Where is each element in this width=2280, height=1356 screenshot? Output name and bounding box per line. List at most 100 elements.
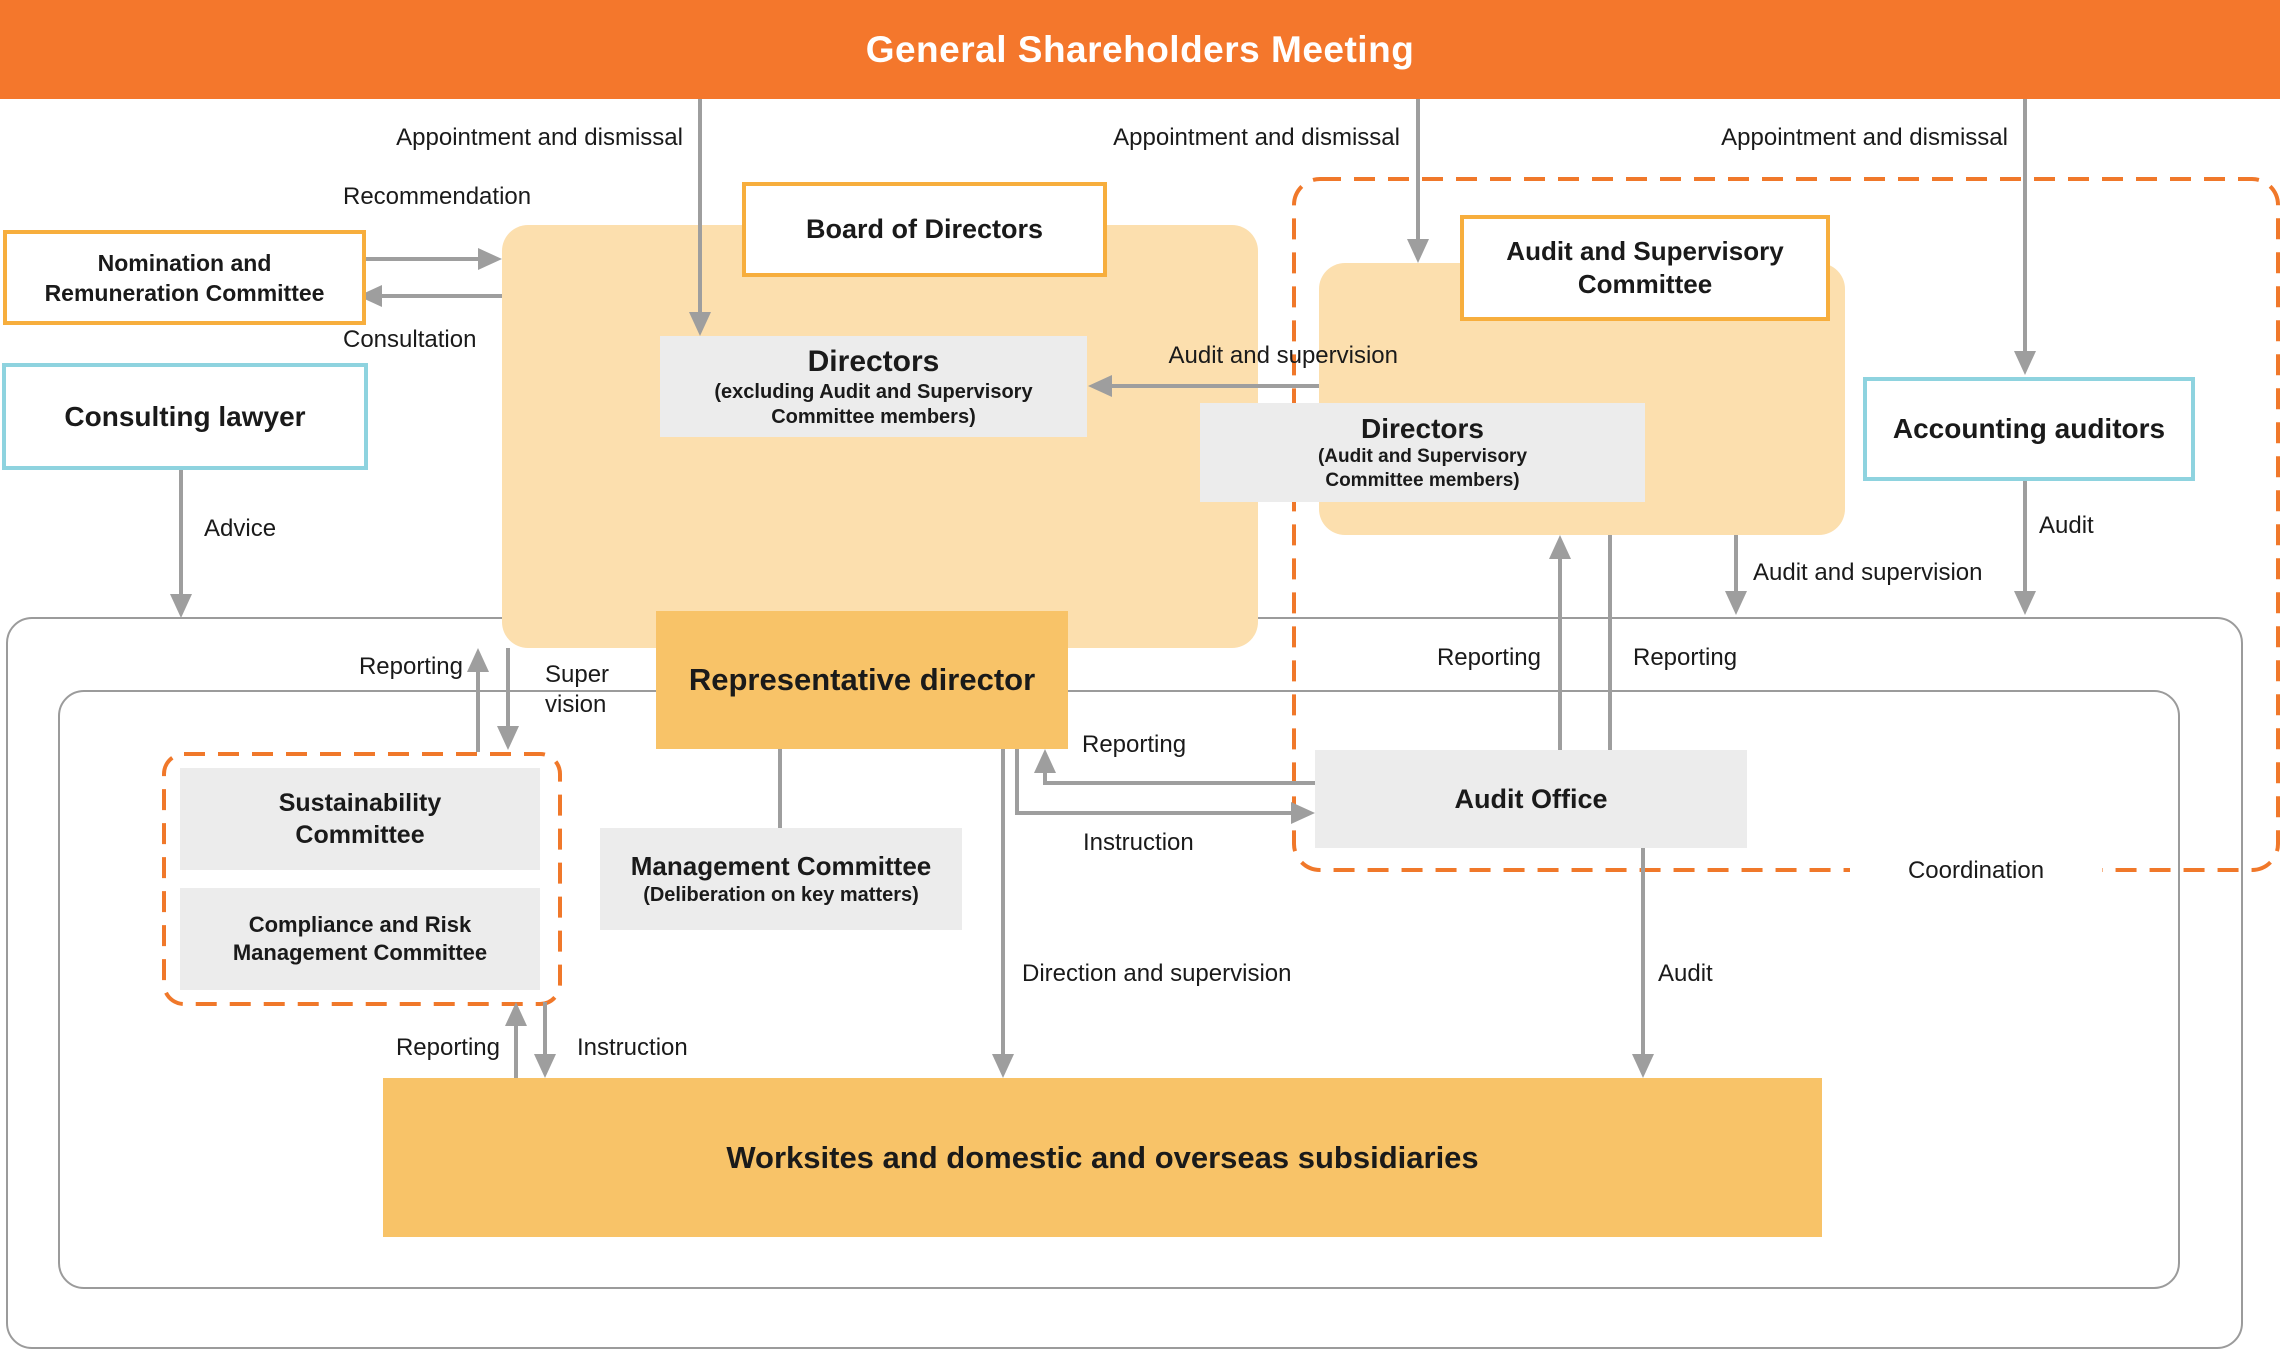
audit-supervisory-line1: Audit and Supervisory xyxy=(1506,236,1784,266)
sustainability-line2: Committee xyxy=(295,821,425,849)
audit-office-box: Audit Office xyxy=(1315,750,1747,848)
arrow-direction-supervision xyxy=(1001,749,1005,1054)
audit-office-label: Audit Office xyxy=(1454,783,1608,814)
label-appointment-1: Appointment and dismissal xyxy=(396,124,683,151)
label-recommendation: Recommendation xyxy=(343,183,532,210)
line-management-committee xyxy=(778,749,782,828)
directors-audit-box: Directors (Audit and Supervisory Committ… xyxy=(1200,403,1645,502)
nomination-line2: Remuneration Committee xyxy=(44,279,325,306)
label-reporting-board: Reporting xyxy=(358,653,463,680)
directors-audit-sub2: Committee members) xyxy=(1325,469,1520,491)
label-audit-accounting: Audit xyxy=(2039,512,2094,539)
compliance-line1: Compliance and Risk xyxy=(248,912,472,937)
directors-excluding-box: Directors (excluding Audit and Superviso… xyxy=(660,336,1087,437)
arrowhead-reporting-sustainability xyxy=(505,1002,527,1026)
consulting-lawyer-box: Consulting lawyer xyxy=(2,363,368,470)
arrow-instruction-horizontal xyxy=(1015,811,1291,815)
nomination-remuneration-committee-box: Nomination and Remuneration Committee xyxy=(3,230,366,325)
management-inner-container xyxy=(58,690,2180,1289)
arrow-appointment-1 xyxy=(698,99,702,312)
label-supervision-line1: Super xyxy=(545,661,610,688)
arrow-reporting-board xyxy=(476,672,480,752)
label-audit-office-audit: Audit xyxy=(1658,960,1713,987)
board-of-directors-label: Board of Directors xyxy=(805,214,1044,244)
label-consultation: Consultation xyxy=(343,326,477,353)
label-supervision: Super vision xyxy=(545,660,609,720)
arrowhead-audit-accounting xyxy=(2014,591,2036,615)
arrow-audit-supervision-right xyxy=(1734,535,1738,591)
management-committee-sub: (Deliberation on key matters) xyxy=(643,884,919,906)
label-supervision-line2: vision xyxy=(545,691,607,718)
label-audit-supervision-right: Audit and supervision xyxy=(1753,559,1983,586)
arrowhead-direction-supervision xyxy=(992,1054,1014,1078)
general-shareholders-meeting-banner: General Shareholders Meeting xyxy=(0,0,2280,99)
directors-excluding-title: Directors xyxy=(807,344,940,378)
arrowhead-appointment-2 xyxy=(1407,239,1429,263)
arrowhead-appointment-3 xyxy=(2014,351,2036,375)
arrowhead-audit-supervision-mid xyxy=(1088,375,1112,397)
arrow-appointment-2 xyxy=(1416,99,1420,239)
arrowhead-reporting-committee-left xyxy=(1549,535,1571,559)
label-reporting-sustainability: Reporting xyxy=(395,1034,500,1061)
arrow-reporting-committee-left xyxy=(1558,559,1562,750)
directors-audit-sub1: (Audit and Supervisory xyxy=(1317,445,1528,467)
arrow-audit-office-audit xyxy=(1641,848,1645,1054)
directors-excluding-sub1: (excluding Audit and Supervisory xyxy=(714,380,1033,403)
audit-coordination-dashed-zone xyxy=(1292,177,2280,872)
label-instruction-repdir: Instruction xyxy=(1083,829,1194,856)
arrowhead-appointment-1 xyxy=(689,312,711,336)
arrow-audit-accounting xyxy=(2023,473,2027,591)
label-appointment-3: Appointment and dismissal xyxy=(1721,124,2008,151)
worksites-label: Worksites and domestic and overseas subs… xyxy=(726,1139,1479,1175)
arrow-instruction-vertical xyxy=(1015,749,1019,813)
audit-supervisory-committee-box: Audit and Supervisory Committee xyxy=(1460,215,1830,321)
accounting-auditors-box: Accounting auditors xyxy=(1863,377,2195,481)
sustainability-dashed-zone xyxy=(162,752,562,1006)
arrow-consultation xyxy=(382,294,502,298)
accounting-auditors-label: Accounting auditors xyxy=(1892,413,2166,444)
arrow-appointment-3 xyxy=(2023,99,2027,351)
arrow-reporting-sustainability xyxy=(514,1026,518,1078)
label-reporting-committee-left: Reporting xyxy=(1436,644,1541,671)
sustainability-committee-box: Sustainability Committee xyxy=(180,768,540,870)
arrow-reporting-repdir-horizontal xyxy=(1043,781,1315,785)
arrowhead-instruction-sustainability xyxy=(534,1054,556,1078)
compliance-committee-box: Compliance and Risk Management Committee xyxy=(180,888,540,990)
label-reporting-committee-right: Reporting xyxy=(1633,644,1738,671)
arrow-audit-supervision-mid xyxy=(1112,384,1319,388)
arrowhead-instruction xyxy=(1291,802,1315,824)
banner-title: General Shareholders Meeting xyxy=(865,28,1415,70)
arrow-instruction-sustainability xyxy=(543,1002,547,1054)
label-instruction-sustainability: Instruction xyxy=(577,1034,688,1061)
arrowhead-audit-office-audit xyxy=(1632,1054,1654,1078)
sustainability-line1: Sustainability xyxy=(278,789,442,817)
arrowhead-reporting-board xyxy=(467,648,489,672)
arrowhead-supervision xyxy=(497,726,519,750)
compliance-line2: Management Committee xyxy=(232,940,488,965)
arrow-reporting-repdir-vertical xyxy=(1043,771,1047,785)
management-committee-title: Management Committee xyxy=(630,851,932,881)
label-audit-supervision-mid: Audit and supervision xyxy=(1168,342,1398,369)
management-committee-box: Management Committee (Deliberation on ke… xyxy=(600,828,962,930)
arrowhead-advice xyxy=(170,594,192,618)
audit-supervisory-line2: Committee xyxy=(1577,269,1713,299)
consulting-lawyer-label: Consulting lawyer xyxy=(64,400,306,432)
line-reporting-committee-right xyxy=(1608,535,1612,750)
arrow-supervision xyxy=(506,648,510,726)
board-of-directors-box: Board of Directors xyxy=(742,182,1107,277)
label-direction-supervision: Direction and supervision xyxy=(1022,960,1292,987)
arrow-recommendation xyxy=(358,257,478,261)
arrow-advice xyxy=(179,462,183,594)
label-coordination: Coordination xyxy=(1850,857,2102,885)
label-reporting-repdir: Reporting xyxy=(1082,731,1187,758)
worksites-box: Worksites and domestic and overseas subs… xyxy=(383,1078,1822,1237)
arrowhead-audit-supervision-right xyxy=(1725,591,1747,615)
arrowhead-recommendation xyxy=(478,248,502,270)
label-advice: Advice xyxy=(204,515,277,542)
label-appointment-2: Appointment and dismissal xyxy=(1113,124,1400,151)
nomination-line1: Nomination and xyxy=(97,249,272,276)
arrowhead-reporting-repdir xyxy=(1034,749,1056,773)
representative-director-label: Representative director xyxy=(688,662,1036,697)
representative-director-box: Representative director xyxy=(656,611,1068,749)
